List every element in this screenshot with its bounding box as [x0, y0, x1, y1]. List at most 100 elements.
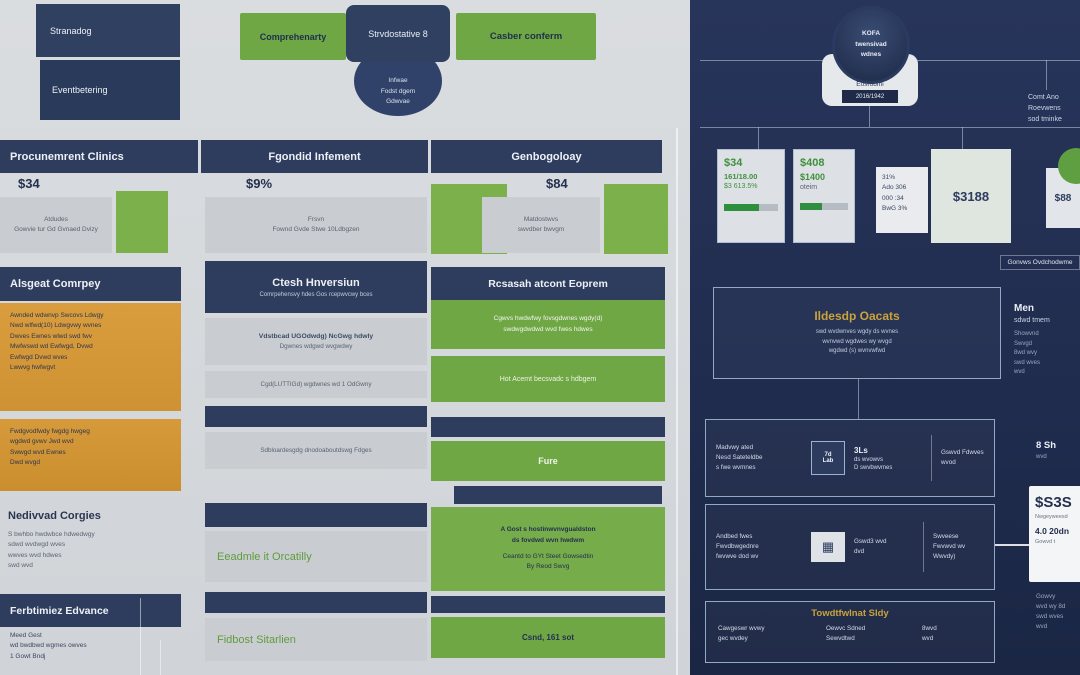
middle-box-1: Vdstbcad UGOdwdg) NcGwg hdwly Dgwnes wdg…: [205, 318, 427, 365]
middle-box-2-text: Cgd(LUTTIGd) wgdwnes wd 1 OdGwny: [260, 381, 372, 388]
connector-line: [994, 544, 1029, 546]
stat-block-1: [116, 191, 168, 253]
detail-table-1-colB: 3Ls ds wvowvs D swvbwvmes: [854, 446, 922, 471]
side-stat-sub: wvd: [1036, 454, 1047, 460]
gauge-chip: 2016/1942: [842, 90, 898, 103]
green-panel-1: Cgwvs hwdwfwy fovsgdwnes wgdy(d)swdwgdwd…: [431, 300, 665, 349]
column-header-label: Genbogoloay: [511, 150, 582, 163]
printer-icon: ▦: [811, 532, 845, 562]
detail-table-3-title: Towdtfwlnat Sldy: [811, 608, 889, 619]
lab-badge-line2: Lab: [822, 458, 834, 464]
stat-block-3: [604, 184, 668, 254]
confirm-button-label: Casber conferm: [489, 31, 563, 42]
price-card-tiny2: Gowvd t: [1035, 539, 1056, 545]
lab-badge-icon: 7d Lab: [811, 441, 845, 475]
ideas-panel: Ildesdp Oacats swd wvdwnves wgdy ds wvne…: [713, 287, 1001, 379]
middle-box-5: Fidbost Sitarlien: [205, 618, 427, 661]
comprehensive-button[interactable]: Comprehenarty: [240, 13, 346, 60]
left-footer-bar-label: Ferbtimiez Edvance: [10, 604, 109, 617]
database-chip-title: Strvdostative 8: [368, 28, 428, 39]
database-chip: Strvdostative 8: [346, 5, 450, 62]
connector-line: [869, 104, 870, 127]
green-panel-3: Fure: [431, 441, 665, 481]
column-header-label: Procunemrent Clinics: [10, 150, 124, 163]
section-header-conversion: Ctesh Hnversiun Comrpehensvy hdes Gos rc…: [205, 261, 427, 313]
right-side-stat: 8 Sh wvd: [1036, 440, 1056, 460]
progress-fill: [800, 203, 822, 210]
connector-line: [676, 128, 678, 675]
metric-card-1-sub: 161/18.00: [724, 172, 758, 181]
left-notes-title: Nedivvad Corgies: [8, 510, 101, 522]
connector-line: [858, 379, 859, 419]
green-column-divider-2: [454, 486, 662, 504]
section-header-subtitle: Comrpehensvy hdes Gos rcepwvcwy bces: [259, 291, 373, 298]
column-header-genbogoloay: Genbogoloay: [431, 140, 662, 173]
metric-card-2: $408 $1400 oteim: [793, 149, 855, 243]
column-header-label: Fgondid Infement: [268, 150, 361, 163]
connector-line: [1046, 60, 1047, 90]
connector-line: [700, 127, 1080, 128]
section-header-label: Rcsasah atcont Eoprem: [488, 278, 608, 290]
middle-box-5-text: Fidbost Sitarlien: [217, 633, 296, 646]
price-card-value: $S3S: [1035, 494, 1072, 511]
section-header-company: Alsgeat Comrpey: [0, 267, 181, 301]
price-card: $S3S Nwgeyweesd 4.0 20dn Gowvd t: [1029, 486, 1080, 582]
metric-card-1-value: $34: [724, 157, 743, 169]
colB-line: D swvbwvmes: [854, 464, 893, 471]
ideas-panel-title: Ildesdp Oacats: [814, 309, 900, 324]
stat-value-2: $9%: [246, 176, 273, 191]
right-label-chip: Gonvws Ovdchodwme: [1000, 255, 1080, 270]
side-stat-value: 8 Sh: [1036, 440, 1057, 451]
progress-fill: [724, 204, 760, 211]
progress-track: [724, 204, 778, 211]
price-card-tiny: Nwgeyweesd: [1035, 514, 1068, 520]
gauge-chip-value: 2016/1942: [855, 93, 885, 100]
section-header-research: Rcsasah atcont Eoprem: [431, 267, 665, 301]
connector-line: [758, 127, 759, 149]
green-panel-2-text: Hot Acemt becsvadc s hdbgem: [499, 375, 597, 383]
metric-card-1: $34 161/18.00 $3 613.5%: [717, 149, 785, 243]
confirm-button[interactable]: Casber conferm: [456, 13, 596, 60]
middle-divider-2: [205, 503, 427, 527]
progress-track: [800, 203, 848, 210]
right-panel-background: [690, 0, 1080, 675]
metric-card-1-sub2: $3 613.5%: [724, 183, 758, 190]
middle-box-2: Cgd(LUTTIGd) wgdwnes wd 1 OdGwny: [205, 371, 427, 398]
metric-card-2-sub: $1400: [800, 172, 826, 182]
connector-line: [962, 127, 963, 149]
left-footer-bar: Ferbtimiez Edvance: [0, 594, 181, 627]
metric-card-2-sub2: oteim: [800, 184, 818, 191]
stat-value-3: $84: [546, 176, 568, 191]
green-panel-3-text: Fure: [538, 456, 558, 466]
metric-card-4: $3188: [931, 149, 1011, 243]
colB-value: 3Ls: [854, 445, 868, 455]
connector-line: [160, 640, 161, 675]
table-divider: [931, 435, 932, 481]
metric-card-4-value: $3188: [952, 188, 990, 204]
side-note-sub: sdwd tmem: [1014, 317, 1050, 324]
